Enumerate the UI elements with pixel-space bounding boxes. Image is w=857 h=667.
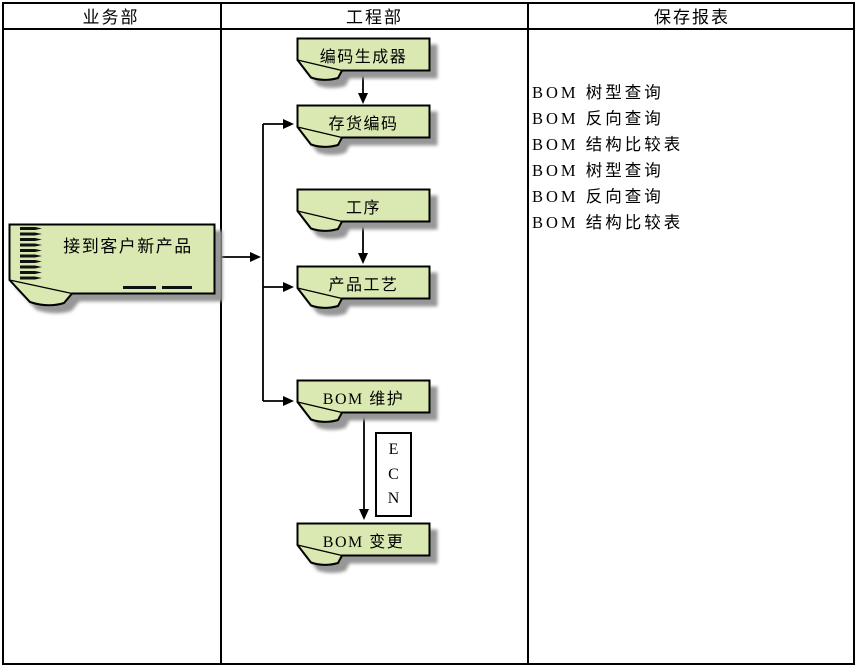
report-item: BOM 结构比较表 bbox=[532, 135, 684, 154]
node-label: BOM 维护 bbox=[322, 390, 405, 408]
node-label: 接到客户新产品 bbox=[63, 237, 193, 256]
column-header-reports: 保存报表 bbox=[654, 8, 730, 27]
blank-line-decoration bbox=[162, 286, 192, 289]
node-product-craft: 产品工艺 bbox=[296, 265, 432, 312]
ecn-edge-label: E C N bbox=[375, 432, 412, 517]
ecn-letter: C bbox=[388, 465, 399, 483]
blank-line-decoration bbox=[123, 286, 156, 289]
report-item: BOM 反向查询 bbox=[532, 109, 664, 128]
column-header-engineering: 工程部 bbox=[346, 8, 403, 27]
node-receive-customer-new-product: 接到客户新产品 bbox=[8, 223, 224, 315]
node-code-generator: 编码生成器 bbox=[296, 37, 432, 84]
folded-note-shape bbox=[296, 265, 431, 309]
report-item: BOM 反向查询 bbox=[532, 187, 664, 206]
report-item: BOM 树型查询 bbox=[532, 83, 664, 102]
node-label: 产品工艺 bbox=[328, 276, 399, 294]
report-item: BOM 结构比较表 bbox=[532, 213, 684, 232]
folded-note-shape bbox=[296, 379, 431, 423]
folded-note-shape bbox=[296, 188, 431, 232]
column-header-business: 业务部 bbox=[82, 8, 140, 27]
folded-note-shape bbox=[296, 522, 431, 566]
node-label: 工序 bbox=[345, 199, 381, 217]
folded-note-shape bbox=[8, 223, 216, 307]
node-bom-maintenance: BOM 维护 bbox=[296, 379, 432, 426]
node-label: 存货编码 bbox=[328, 115, 399, 133]
folded-note-shape bbox=[296, 104, 431, 148]
ecn-letter: N bbox=[387, 490, 400, 508]
ecn-letter: E bbox=[388, 440, 399, 458]
node-bom-change: BOM 变更 bbox=[296, 522, 432, 569]
folded-note-shape bbox=[296, 37, 431, 81]
header-divider bbox=[2, 28, 855, 30]
node-label: BOM 变更 bbox=[322, 533, 405, 551]
node-inventory-code: 存货编码 bbox=[296, 104, 432, 151]
node-process-step: 工序 bbox=[296, 188, 432, 235]
column-divider-2 bbox=[527, 2, 529, 665]
report-item: BOM 树型查询 bbox=[532, 161, 664, 180]
reports-list: BOM 树型查询 BOM 反向查询 BOM 结构比较表 BOM 树型查询 BOM… bbox=[532, 80, 683, 236]
column-divider-1 bbox=[220, 2, 222, 665]
node-label: 编码生成器 bbox=[319, 48, 408, 66]
spiral-binding-icon bbox=[20, 227, 42, 280]
